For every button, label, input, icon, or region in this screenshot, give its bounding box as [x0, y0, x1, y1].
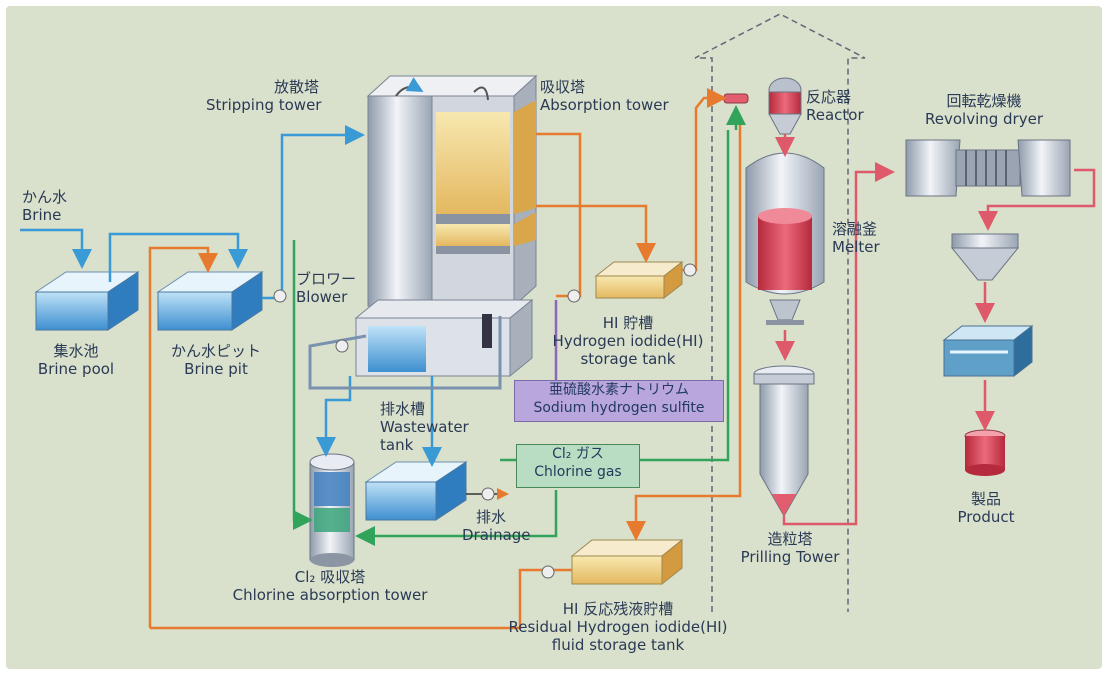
- circulation-loop: [308, 316, 502, 390]
- residual-hi-label: HI 反応残液貯槽 Residual Hydrogen iodide(HI) f…: [508, 600, 728, 654]
- residual-hi-tank: [570, 538, 684, 586]
- prilling-tower: [753, 365, 815, 518]
- prilling-tower-label: 造粒塔 Prilling Tower: [740, 530, 840, 566]
- hi-storage-label: HI 貯槽 Hydrogen iodide(HI) storage tank: [552, 314, 704, 368]
- chlorine-absorption-tower: [309, 453, 355, 567]
- chlorine-absorption-label: Cl₂ 吸収塔 Chlorine absorption tower: [232, 568, 428, 604]
- melter: [745, 152, 825, 325]
- drainage-label: 排水 Drainage: [462, 508, 531, 544]
- brine-label: かん水 Brine: [22, 188, 68, 224]
- cooler-block: [942, 324, 1034, 378]
- product-label: 製品 Product: [957, 490, 1015, 526]
- background-panel: [6, 6, 1102, 669]
- reactor-label: 反応器 Reactor: [806, 88, 864, 124]
- wastewater-tank: [364, 461, 468, 521]
- brine-pool-label: 集水池 Brine pool: [37, 342, 115, 378]
- blower-label: ブロワー Blower: [296, 270, 357, 306]
- melter-label: 溶融釜 Melter: [832, 220, 880, 256]
- chlorine-flow-lines: [292, 105, 746, 546]
- hopper: [950, 233, 1020, 281]
- brine-pool: [34, 271, 140, 331]
- reactor: [723, 77, 802, 135]
- hi-storage-tank: [594, 260, 684, 300]
- stripping-tower-label: 放散塔 Stripping tower: [206, 78, 322, 114]
- stripping-tower: [354, 74, 538, 378]
- wastewater-tank-label: 排水槽 Wastewater tank: [380, 400, 469, 454]
- brine-pit-label: かん水ピット Brine pit: [170, 342, 262, 378]
- revolving-dryer-label: 回転乾燥機 Revolving dryer: [924, 92, 1044, 128]
- valve-icons: [273, 263, 697, 579]
- product-container: [964, 429, 1006, 476]
- exhaust-hood: [694, 13, 866, 612]
- sulfite-box: 亜硫酸水素ナトリウム Sodium hydrogen sulfite: [514, 380, 724, 422]
- chlorine-gas-box: Cl₂ ガス Chlorine gas: [516, 444, 640, 488]
- absorption-tower-label: 吸収塔 Absorption tower: [540, 78, 669, 114]
- revolving-dryer: [905, 139, 1071, 197]
- brine-pit: [156, 271, 264, 331]
- product-flow-lines: [775, 134, 1096, 526]
